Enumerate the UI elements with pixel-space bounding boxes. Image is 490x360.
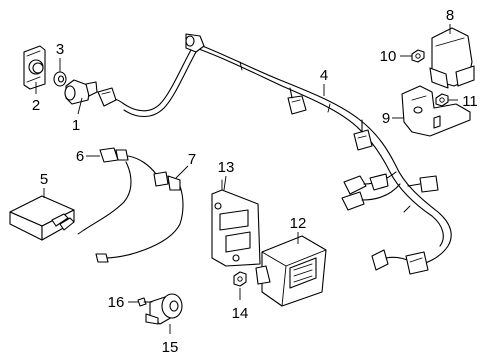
- callout-1: 1: [72, 117, 80, 134]
- callout-3: 3: [56, 41, 64, 58]
- callout-12: 12: [290, 215, 307, 232]
- nut-part-14: [233, 271, 247, 287]
- callout-13: 13: [218, 159, 235, 176]
- callout-6: 6: [76, 148, 84, 165]
- control-module-part: [9, 195, 75, 241]
- callout-2: 2: [32, 97, 40, 114]
- callout-4: 4: [320, 67, 328, 84]
- screw-part: [137, 297, 153, 307]
- retaining-ring-part: [53, 71, 67, 87]
- control-unit-part: [255, 235, 327, 307]
- callout-5: 5: [40, 171, 48, 188]
- sensor-bracket-part: [23, 45, 46, 90]
- nut-part-10: [411, 49, 425, 63]
- mounting-bracket-part: [401, 85, 471, 137]
- buzzer-part: [145, 293, 183, 325]
- parking-sensor-part: [64, 79, 98, 105]
- wiring-harness-part: [97, 33, 452, 275]
- callout-9: 9: [382, 110, 390, 127]
- callout-16: 16: [108, 294, 125, 311]
- callout-10: 10: [380, 48, 397, 65]
- leader-lines: [35, 24, 458, 334]
- callout-7: 7: [188, 151, 196, 168]
- callout-14: 14: [232, 305, 249, 322]
- nut-part-11: [435, 93, 449, 107]
- sensor-cable-part: [77, 147, 184, 263]
- callout-8: 8: [446, 7, 454, 24]
- callout-labels: 1 2 3 4 5 6 7 8 9 10 11 12 13 14 15 16: [32, 7, 478, 356]
- module-bracket-part: [211, 179, 261, 267]
- sensor-cover-part: [429, 27, 475, 89]
- callout-15: 15: [162, 339, 179, 356]
- callout-11: 11: [462, 93, 478, 110]
